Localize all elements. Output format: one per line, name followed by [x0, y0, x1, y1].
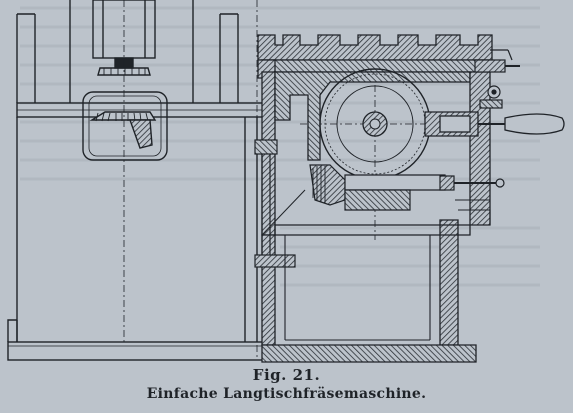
large-gear-wheel	[319, 68, 431, 180]
feed-bevel-gear	[309, 164, 505, 211]
technical-drawing	[7, 0, 565, 363]
knee-cavity	[284, 199, 491, 341]
feed-shaft	[424, 111, 565, 137]
figure-label: Fig. 21.	[252, 366, 321, 384]
figure-title: Einfache Langtischfräsemaschine.	[146, 386, 427, 402]
bevel-gear-window	[82, 57, 168, 161]
control-lever	[474, 49, 520, 109]
